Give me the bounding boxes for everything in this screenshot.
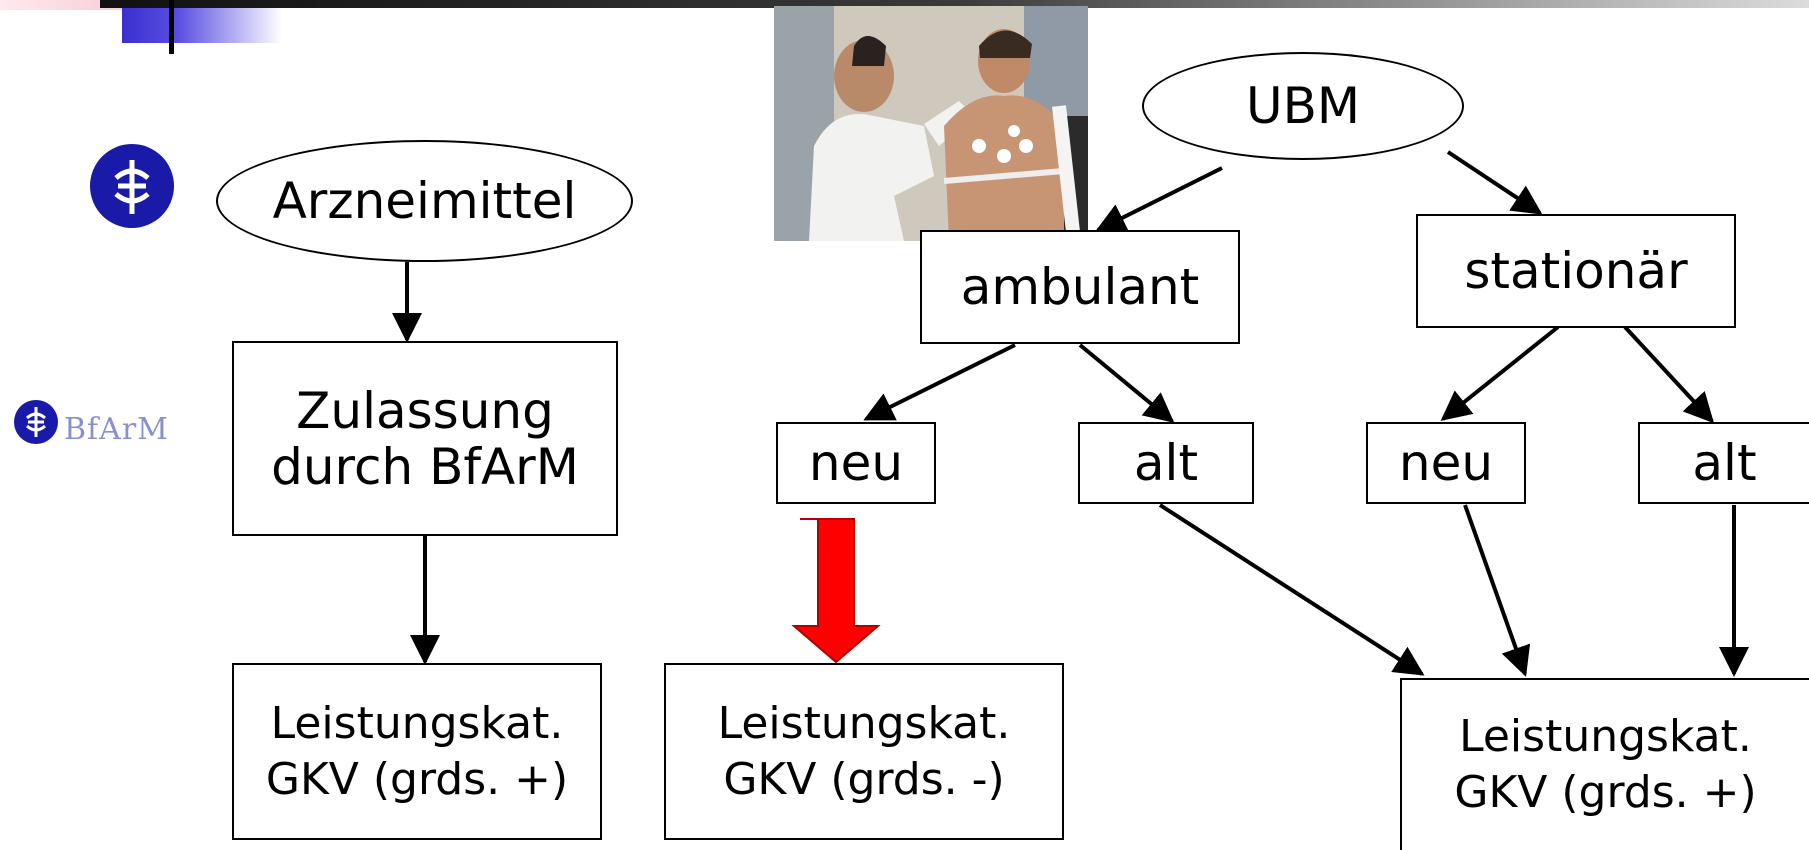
bfarm-logo-icon [90, 144, 174, 228]
arrow-alt-leistungskat [1158, 503, 1425, 676]
node-arzneimittel: Arzneimittel [216, 140, 633, 262]
node-ambulant-neu: neu [776, 422, 936, 504]
node-stationaer-alt: alt [1638, 422, 1809, 504]
bfarm-small-logo-icon [14, 400, 58, 444]
bfarm-logo-text: BfArM [64, 412, 169, 447]
header-bar [100, 0, 1809, 8]
header-accent-line [169, 0, 174, 54]
node-zulassung: Zulassung durch BfArM [232, 341, 618, 536]
node-leistungskat-plus-right: Leistungskat. GKV (grds. +) [1400, 678, 1809, 850]
red-block-arrow [791, 518, 881, 664]
node-stationaer: stationär [1416, 214, 1736, 328]
arrow-ubm-ambulant [1095, 166, 1223, 232]
arrow-ambulant-alt [1078, 343, 1175, 423]
node-ambulant-alt: alt [1078, 422, 1254, 504]
node-ambulant: ambulant [920, 230, 1240, 344]
ecg-photo [774, 6, 1088, 241]
header-accent-pink [0, 0, 160, 10]
arrow-ubm-stationaer [1446, 150, 1543, 215]
node-leistungskat-plus-left: Leistungskat. GKV (grds. +) [232, 663, 602, 840]
arrow-stationaer-neu [1440, 325, 1560, 421]
header-accent-blue [122, 8, 282, 43]
arrow-stationaer-alt [1623, 325, 1715, 424]
node-stationaer-neu: neu [1366, 422, 1526, 504]
node-ubm: UBM [1142, 52, 1464, 160]
node-leistungskat-minus: Leistungskat. GKV (grds. -) [664, 663, 1064, 840]
arrow-stat-neu-leistungskat [1463, 504, 1531, 677]
arrow-ambulant-neu [863, 343, 1016, 421]
